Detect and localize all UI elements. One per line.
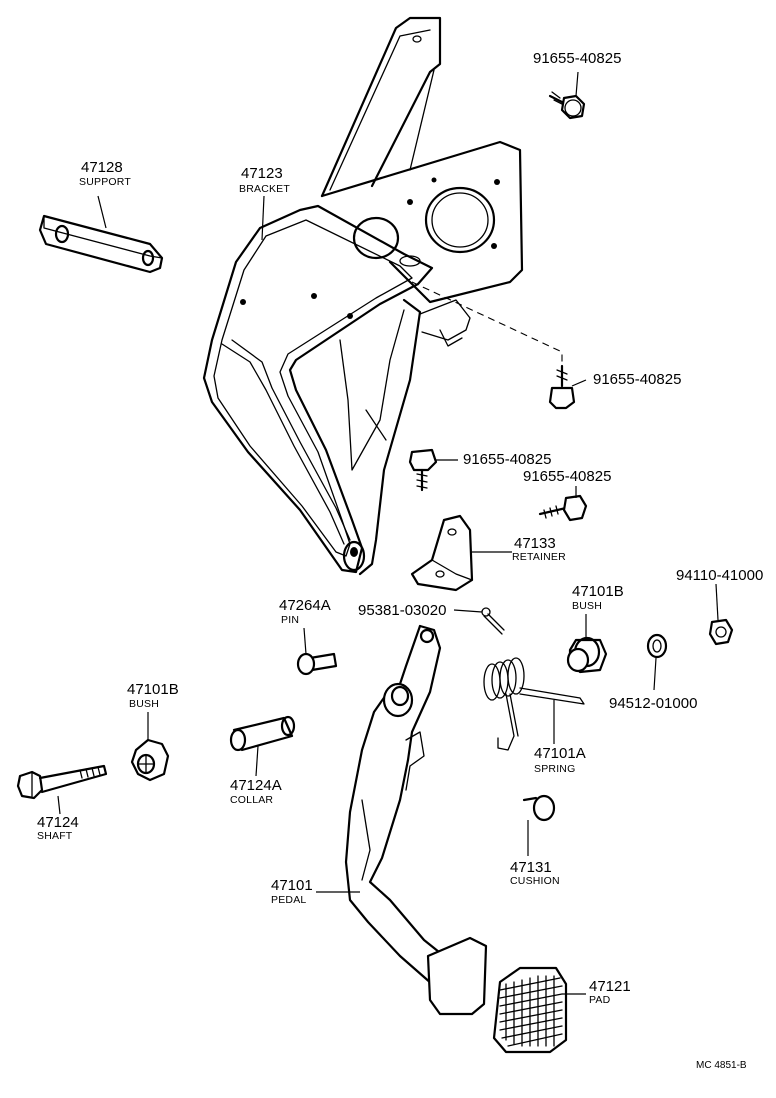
bolt-mid2-drawing <box>408 448 438 492</box>
part-number-47101: 47101 <box>271 877 313 894</box>
nut-drawing <box>708 618 734 646</box>
part-name-retainer: RETAINER <box>512 551 566 563</box>
part-number-95381: 95381-03020 <box>358 602 447 619</box>
part-number-91655-mid1: 91655-40825 <box>593 371 682 388</box>
part-number-47131: 47131 <box>510 859 552 876</box>
spring-drawing <box>483 657 585 751</box>
part-number-47123: 47123 <box>241 165 283 182</box>
part-name-pedal: PEDAL <box>271 894 307 906</box>
bracket-drawing <box>202 16 563 576</box>
bolt-top-drawing <box>548 91 586 120</box>
bush-right-drawing <box>566 636 608 674</box>
bush-left-drawing <box>130 738 170 782</box>
part-name-bush-right: BUSH <box>572 600 602 612</box>
part-name-spring: SPRING <box>534 763 576 775</box>
part-number-91655-mid2: 91655-40825 <box>463 451 552 468</box>
bolt-mid3-drawing <box>538 494 588 522</box>
part-name-support: SUPPORT <box>79 176 131 188</box>
part-number-47101b-right: 47101B <box>572 583 624 600</box>
part-number-47124a: 47124A <box>230 777 282 794</box>
part-number-47101a: 47101A <box>534 745 586 762</box>
part-name-collar: COLLAR <box>230 794 274 806</box>
part-number-47264a: 47264A <box>279 597 331 614</box>
part-name-bush-left: BUSH <box>129 698 159 710</box>
part-name-bracket: BRACKET <box>239 183 290 195</box>
part-number-94512: 94512-01000 <box>609 695 698 712</box>
part-number-91655-top: 91655-40825 <box>533 50 622 67</box>
retainer-drawing <box>410 514 474 592</box>
pad-drawing <box>492 966 568 1054</box>
leader-lines <box>57 71 719 995</box>
part-number-94110: 94110-41000 <box>676 567 764 584</box>
part-name-pad: PAD <box>589 994 611 1006</box>
collar-drawing <box>229 715 296 752</box>
shaft-drawing <box>16 764 108 800</box>
part-number-47101b-left: 47101B <box>127 681 179 698</box>
part-number-47128: 47128 <box>81 159 123 176</box>
diagram-code: MC 4851-B <box>696 1060 747 1071</box>
part-number-47133: 47133 <box>514 535 556 552</box>
part-number-47121: 47121 <box>589 978 631 995</box>
pedal-drawing <box>344 624 488 1016</box>
part-name-cushion: CUSHION <box>510 875 560 887</box>
part-number-91655-mid3: 91655-40825 <box>523 468 612 485</box>
part-name-pin: PIN <box>281 614 300 626</box>
part-number-47124: 47124 <box>37 814 79 831</box>
cushion-drawing <box>522 794 556 822</box>
pin-drawing <box>296 652 338 676</box>
support-drawing <box>38 214 164 274</box>
part-name-shaft: SHAFT <box>37 830 73 842</box>
cotter-pin-drawing <box>481 607 505 635</box>
washer-drawing <box>646 633 668 659</box>
bolt-mid1-drawing <box>548 364 576 410</box>
